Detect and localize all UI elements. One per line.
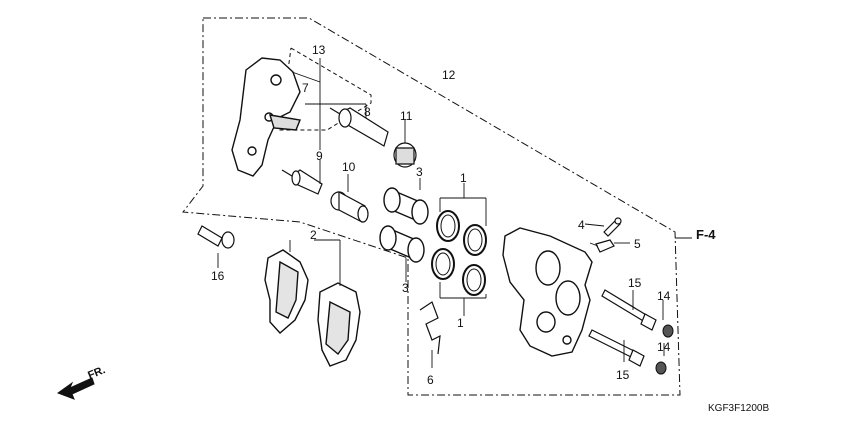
caliper-body bbox=[502, 227, 593, 357]
assembly-boundary bbox=[182, 17, 681, 396]
callout-13: 13 bbox=[312, 43, 326, 57]
callout-3-lower: 3 bbox=[402, 281, 409, 295]
callout-9: 9 bbox=[316, 149, 323, 163]
callout-14-lower: 14 bbox=[657, 340, 671, 354]
callout-15-lower: 15 bbox=[616, 368, 630, 382]
piston-seals bbox=[431, 210, 487, 296]
pad-pin-lower bbox=[588, 329, 645, 367]
bracket-pin-upper bbox=[329, 107, 389, 147]
bleeder-cap bbox=[595, 239, 615, 253]
callout-12: 12 bbox=[442, 68, 456, 82]
pin-boot-lower bbox=[330, 190, 369, 223]
mounting-bolt bbox=[197, 225, 235, 249]
callout-16: 16 bbox=[211, 269, 225, 283]
callout-10: 10 bbox=[342, 160, 356, 174]
pad-spring bbox=[419, 301, 441, 355]
callout-3-upper: 3 bbox=[416, 165, 423, 179]
section-reference: F-4 bbox=[696, 227, 716, 242]
callout-5: 5 bbox=[634, 237, 641, 251]
brake-pad-outer bbox=[317, 282, 361, 367]
arrow-left-icon bbox=[56, 377, 95, 400]
callout-2: 2 bbox=[310, 228, 317, 242]
callout-8: 8 bbox=[364, 105, 371, 119]
caliper-bracket bbox=[231, 57, 301, 177]
bleeder-screw bbox=[603, 217, 622, 237]
piston-lower bbox=[379, 225, 425, 263]
callout-1-lower: 1 bbox=[457, 316, 464, 330]
pin-boot-upper bbox=[393, 142, 417, 168]
brake-pad-inner bbox=[264, 249, 309, 334]
callout-7: 7 bbox=[302, 81, 309, 95]
callout-14-upper: 14 bbox=[657, 289, 671, 303]
callout-15-upper: 15 bbox=[628, 276, 642, 290]
callout-1-upper: 1 bbox=[460, 171, 467, 185]
part-code: KGF3F1200B bbox=[708, 403, 770, 414]
pin-plug-upper bbox=[662, 324, 674, 338]
pad-pin-upper bbox=[601, 289, 657, 331]
callout-6: 6 bbox=[427, 373, 434, 387]
piston-upper bbox=[383, 187, 429, 225]
callout-4: 4 bbox=[578, 218, 585, 232]
callout-11: 11 bbox=[400, 109, 413, 123]
bracket-pin-lower bbox=[281, 169, 323, 195]
pin-plug-lower bbox=[655, 361, 667, 375]
